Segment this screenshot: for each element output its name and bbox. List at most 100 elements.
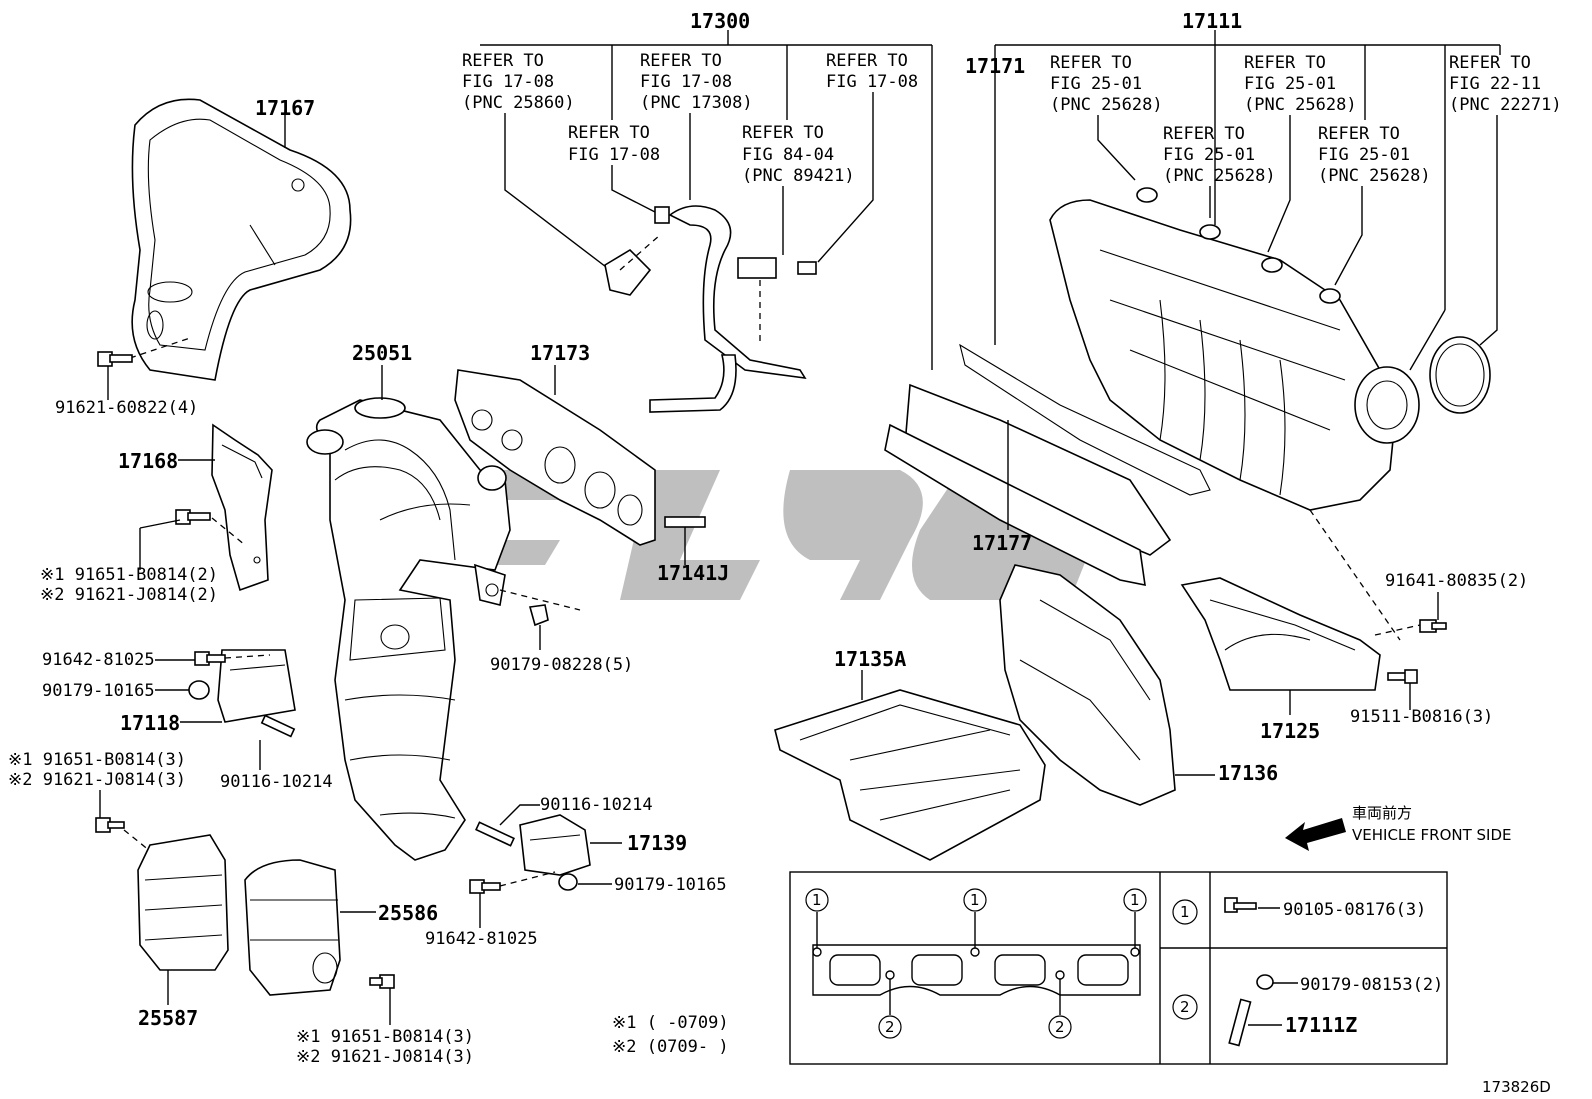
svg-text:91641-80835(2): 91641-80835(2) [1385, 571, 1528, 591]
svg-text:2: 2 [1180, 998, 1190, 1016]
heat-insulator-17167 [131, 98, 352, 381]
bracket-17125 [1180, 509, 1401, 715]
group-bracket-17111 [994, 30, 1501, 345]
ref-callout-fig-17-08-b: REFER TO FIG 17-08 [817, 51, 918, 263]
svg-text:(PNC 25860): (PNC 25860) [462, 93, 575, 113]
svg-text:※2 91621-J0814(3): ※2 91621-J0814(3) [296, 1047, 474, 1067]
insulator-25587 [137, 834, 229, 1005]
svg-text:REFER TO: REFER TO [1163, 124, 1245, 144]
svg-text:FIG 22-11: FIG 22-11 [1449, 74, 1541, 94]
svg-text:FIG 25-01: FIG 25-01 [1163, 145, 1255, 165]
svg-text:91642-81025: 91642-81025 [425, 929, 538, 949]
nut-90179-10165-b: 90179-10165 [558, 873, 727, 895]
bolt-91651-b0814-3-b: ※1 91651-B0814(3) ※2 91621-J0814(3) [296, 974, 474, 1067]
ref-callout-89421: REFER TO FIG 84-04 (PNC 89421) [742, 123, 855, 255]
studs-and-nuts-exhaust: 90179-08228(5) [474, 563, 633, 675]
svg-text:90179-08228(5): 90179-08228(5) [490, 655, 633, 675]
intake-manifold-17111 [1049, 120, 1491, 511]
ref-callout-25628-b: REFER TO FIG 25-01 (PNC 25628) [1163, 124, 1276, 218]
label-25586: 25586 [378, 901, 438, 925]
svg-text:REFER TO: REFER TO [1244, 53, 1326, 73]
bolt-91651-b0814-2: ※1 91651-B0814(2) ※2 91621-J0814(2) [40, 509, 246, 605]
svg-text:※1 91651-B0814(2): ※1 91651-B0814(2) [40, 565, 218, 585]
label-25587: 25587 [138, 1006, 198, 1030]
svg-text:REFER TO: REFER TO [742, 123, 824, 143]
gasket-17171 [959, 343, 1211, 496]
vehicle-front-arrow: 車両前方 VEHICLE FRONT SIDE [1285, 804, 1512, 851]
bolt-91621-60822: 91621-60822(4) [55, 337, 198, 418]
svg-text:FIG 25-01: FIG 25-01 [1050, 74, 1142, 94]
svg-text:FIG 17-08: FIG 17-08 [640, 72, 732, 92]
insulator-25586 [244, 859, 376, 996]
svg-text:(PNC 25628): (PNC 25628) [1244, 95, 1357, 115]
svg-text:90179-10165: 90179-10165 [614, 875, 727, 895]
svg-text:※2 91621-J0814(3): ※2 91621-J0814(3) [8, 770, 186, 790]
ref-callout-17308: REFER TO FIG 17-08 (PNC 17308) [640, 51, 753, 200]
svg-text:REFER TO: REFER TO [1050, 53, 1132, 73]
label-17173: 17173 [530, 341, 590, 365]
bolt-91642-81025-a: 91642-81025 [42, 650, 226, 670]
insulator-17136 [999, 564, 1215, 806]
svg-text:1: 1 [1180, 903, 1190, 921]
label-17135a: 17135A [834, 647, 906, 671]
svg-text:FIG 17-08: FIG 17-08 [462, 72, 554, 92]
label-17125: 17125 [1260, 719, 1320, 743]
legend-box: 1 1 1 2 2 1 2 90105-08176(3) 90179-08153… [789, 871, 1448, 1065]
exhaust-manifold-25051 [306, 365, 511, 861]
stud-90116-10214-a: 90116-10214 [220, 714, 333, 792]
label-17177: 17177 [972, 531, 1032, 555]
label-17118: 17118 [120, 711, 180, 735]
svg-text:(PNC 25628): (PNC 25628) [1163, 166, 1276, 186]
label-17171: 17171 [965, 54, 1025, 78]
bracket-17118 [180, 649, 296, 723]
svg-text:90116-10214: 90116-10214 [220, 772, 333, 792]
ref-callout-25628-d: REFER TO FIG 25-01 (PNC 25628) [1318, 124, 1431, 286]
svg-text:91621-60822(4): 91621-60822(4) [55, 398, 198, 418]
insulator-17135a [774, 670, 1046, 861]
ref-callout-25628-a: REFER TO FIG 25-01 (PNC 25628) [1050, 53, 1163, 181]
stud-90116-10214-b: 90116-10214 [475, 795, 653, 847]
group-bracket-17300 [480, 30, 933, 370]
ref-callout-fig-17-08-a: REFER TO FIG 17-08 [568, 123, 660, 213]
svg-text:(PNC 89421): (PNC 89421) [742, 166, 855, 186]
svg-text:1: 1 [812, 891, 822, 909]
svg-text:FIG 84-04: FIG 84-04 [742, 145, 834, 165]
svg-text:1: 1 [1130, 891, 1140, 909]
svg-text:FIG 25-01: FIG 25-01 [1244, 74, 1336, 94]
note-1: ※1 ( -0709) [612, 1013, 729, 1033]
svg-text:REFER TO: REFER TO [640, 51, 722, 71]
svg-text:1: 1 [970, 891, 980, 909]
svg-text:車両前方: 車両前方 [1352, 804, 1412, 822]
svg-text:※1 91651-B0814(3): ※1 91651-B0814(3) [8, 750, 186, 770]
bolt-91641-80835: 91641-80835(2) [1374, 571, 1528, 636]
ref-callout-25860: REFER TO FIG 17-08 (PNC 25860) [462, 51, 611, 271]
label-17111z: 17111Z [1285, 1013, 1357, 1037]
svg-text:90105-08176(3): 90105-08176(3) [1283, 900, 1426, 920]
svg-text:REFER TO: REFER TO [1318, 124, 1400, 144]
heat-insulator-17168 [178, 423, 273, 592]
svg-text:90179-10165: 90179-10165 [42, 681, 155, 701]
svg-text:FIG 17-08: FIG 17-08 [568, 145, 660, 165]
svg-text:REFER TO: REFER TO [462, 51, 544, 71]
svg-text:2: 2 [1055, 1018, 1065, 1036]
nut-90179-10165-a: 90179-10165 [42, 680, 210, 701]
svg-text:FIG 25-01: FIG 25-01 [1318, 145, 1410, 165]
ref-callout-25628-c: REFER TO FIG 25-01 (PNC 25628) [1244, 53, 1357, 253]
gasket-17173 [454, 365, 656, 546]
gasket-17177 [884, 383, 1172, 587]
svg-text:91511-B0816(3): 91511-B0816(3) [1350, 707, 1493, 727]
label-17136: 17136 [1218, 761, 1278, 785]
svg-text:2: 2 [885, 1018, 895, 1036]
bracket-17139 [519, 814, 622, 876]
svg-text:REFER TO: REFER TO [568, 123, 650, 143]
svg-text:(PNC 17308): (PNC 17308) [640, 93, 753, 113]
stud-17141j [664, 516, 706, 565]
bolt-91651-b0814-3-a: ※1 91651-B0814(3) ※2 91621-J0814(3) [8, 750, 186, 856]
svg-text:(PNC 22271): (PNC 22271) [1449, 95, 1562, 115]
svg-text:※1 91651-B0814(3): ※1 91651-B0814(3) [296, 1027, 474, 1047]
label-17111: 17111 [1182, 9, 1242, 33]
label-17141j: 17141J [657, 561, 729, 585]
label-17300: 17300 [690, 9, 750, 33]
label-25051: 25051 [352, 341, 412, 365]
